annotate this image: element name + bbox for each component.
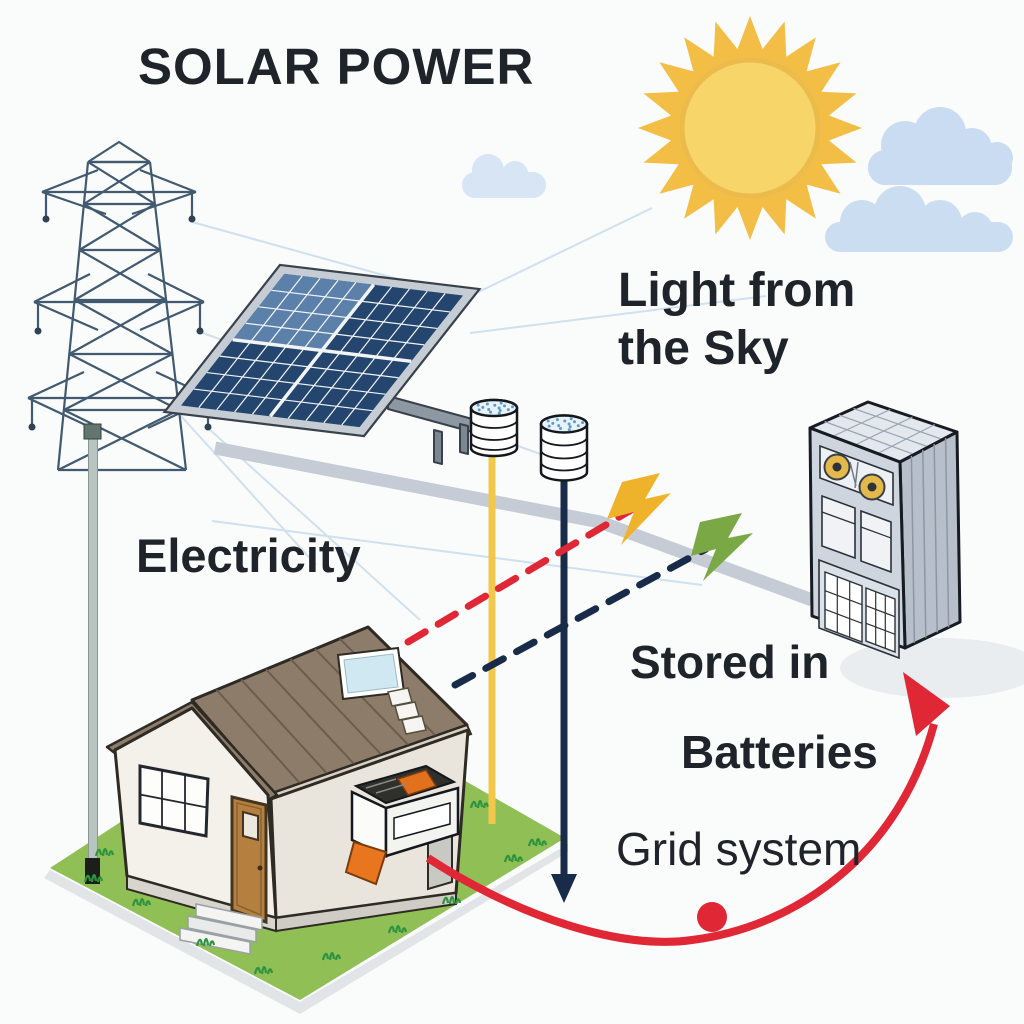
label-batteries: Batteries — [681, 726, 878, 778]
solar-panel-icon — [165, 265, 480, 436]
orange-flap — [344, 840, 388, 886]
inverter-unit-icon — [344, 764, 460, 891]
transmission-tower-icon — [27, 140, 213, 472]
window-icon — [138, 764, 210, 838]
steps — [179, 903, 263, 955]
utility-pole-icon — [83, 423, 102, 884]
gray-conduit-line — [213, 441, 815, 607]
insulator-stack-icon-2 — [539, 414, 589, 482]
label-stored-in: Stored in — [630, 636, 830, 688]
label-grid-system: Grid system — [616, 823, 862, 875]
cloud-icon-right-bottom — [825, 186, 1013, 252]
navy-dashed-flow-line — [451, 545, 710, 689]
red-arrowhead-icon — [903, 672, 950, 736]
label-light-line2: the Sky — [618, 322, 789, 376]
page-title: SOLAR POWER — [138, 38, 535, 95]
cloud-icon-small — [462, 154, 546, 198]
battery-cabinet-icon — [808, 400, 1024, 698]
grass-shadow — [44, 844, 568, 1014]
sun-icon — [638, 16, 862, 240]
house-icon — [44, 423, 568, 1014]
red-flow-arrow — [425, 672, 950, 946]
grass-tufts — [83, 800, 548, 975]
cloud-icon-right-top — [868, 107, 1013, 185]
gauge-dial-icon — [823, 453, 886, 501]
insulator-stack-icon-1 — [469, 398, 519, 458]
navy-down-arrow-icon — [551, 874, 577, 903]
label-light-from-the-sky: Light from the Sky — [618, 262, 855, 378]
door-icon — [230, 795, 268, 925]
roof-vents — [387, 687, 427, 735]
yellow-lightning-bolt-icon — [607, 473, 671, 545]
green-lightning-bolt-icon — [691, 513, 753, 581]
solar-panel-stand — [387, 395, 477, 465]
label-electricity: Electricity — [136, 529, 361, 582]
navy-pole — [551, 474, 577, 903]
label-light-line1: Light from — [618, 264, 856, 317]
red-dashed-flow-line — [404, 499, 647, 646]
